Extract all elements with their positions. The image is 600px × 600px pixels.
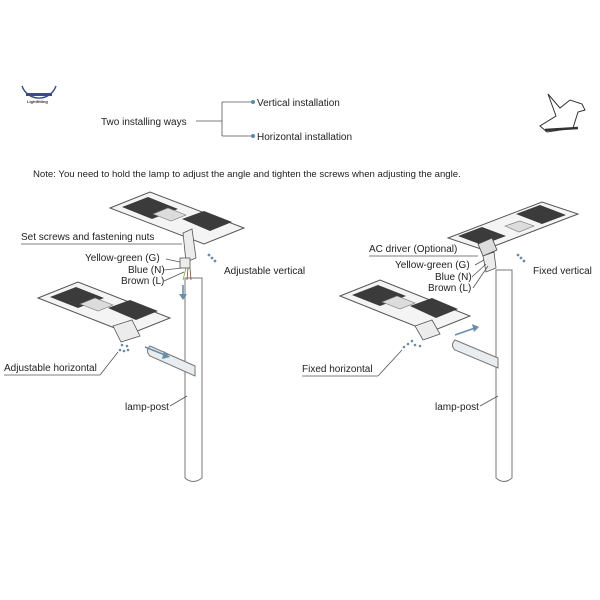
tree-root-label: Two installing ways	[101, 117, 187, 128]
logo-text: Lightfitting	[27, 99, 48, 104]
right-fixed-horizontal-label: Fixed horizontal	[302, 364, 373, 375]
left-vertical-lamp	[108, 191, 246, 281]
right-yellow-green-label: Yellow-green (G)	[395, 260, 470, 271]
left-horizontal-lamp	[36, 281, 172, 343]
note-text: Note: You need to hold the lamp to adjus…	[33, 169, 461, 180]
tree-branch-horizontal: Horizontal installation	[257, 132, 352, 143]
right-diagram: AC driver (Optional) Yellow-green (G) Bl…	[302, 201, 592, 482]
hand-sketch-icon	[539, 93, 586, 133]
right-brown-label: Brown (L)	[428, 283, 471, 294]
tree-branch-vertical: Vertical installation	[257, 98, 340, 109]
left-blue-label: Blue (N)	[128, 265, 165, 276]
right-lamp-post	[495, 269, 513, 482]
left-set-screws-label: Set screws and fastening nuts	[21, 232, 154, 243]
right-fixed-vertical-label: Fixed vertical	[533, 266, 592, 277]
left-lamp-post	[184, 277, 203, 482]
left-lamp-post-label: lamp-post	[125, 402, 169, 413]
left-diagram: Set screws and fastening nuts Yellow-gre…	[4, 191, 305, 482]
right-vertical-lamp	[446, 201, 580, 273]
brand-logo: Lightfitting	[21, 85, 57, 104]
left-adjustable-horizontal-label: Adjustable horizontal	[4, 363, 97, 374]
left-yellow-green-label: Yellow-green (G)	[85, 253, 160, 264]
left-adjustable-vertical-label: Adjustable vertical	[224, 266, 305, 277]
right-horizontal-arm	[452, 339, 499, 369]
right-blue-label: Blue (N)	[435, 272, 472, 283]
left-brown-label: Brown (L)	[121, 276, 164, 287]
installing-ways-tree: Two installing ways Vertical installatio…	[101, 98, 352, 143]
right-ac-driver-label: AC driver (Optional)	[369, 244, 457, 255]
right-ac-driver	[477, 237, 498, 257]
right-horizontal-lamp	[338, 279, 472, 341]
right-lamp-post-label: lamp-post	[435, 402, 479, 413]
